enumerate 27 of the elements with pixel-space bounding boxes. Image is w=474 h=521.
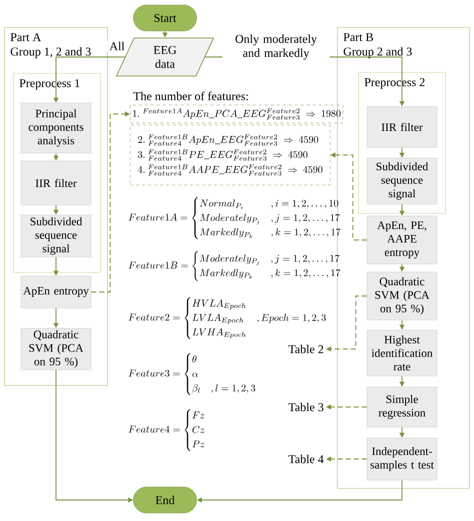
process-box: ApEn, PE, AAPE entropy — [366, 216, 438, 264]
process-box: IIR filter — [366, 106, 438, 148]
table-reference: Table 4 — [288, 454, 324, 464]
process-box: Principal components analysis — [20, 102, 92, 154]
terminal-pill: End — [133, 486, 197, 514]
equation: $Feature1A=\begin{cases}Normal_{P_i} & ,i=1,2,\ldots,10\\ Moderately_{P_j} & ,j=1,2,\ldots,17\\ Markedly_{P_k} & ,k=1,2,\ldots,17\end{cases}$ — [128, 197, 341, 239]
feature-list-box: $1.\ {}^{Feature1A}ApEn\_PCA\_EEG^{Feature2}_{Feature3}\ \Rightarrow\ 1980$ — [130, 104, 344, 124]
edge-label: All — [106, 40, 128, 52]
process-box: ApEn entropy — [20, 276, 92, 308]
edge-label: Only moderately and markedly — [222, 34, 330, 60]
process-box: Simple regression — [366, 386, 438, 428]
feature-list-box: $2.\ {}^{Feature1B}_{Feature4}ApEn\_EEG^{Feature2}_{Feature3}\ \Rightarrow\ 4590$ $3.\ {}^{Feature1B}_{Feature4}PE\_EEG^{Feature2}_{Feature3}\ \Rightarrow\ 4590$ $4.\ {}^{Feature1B}_{Feature4}AAPE\_EEG^{Feature2}_{Feature3}\ \Rightarrow\ 4590$ — [130, 124, 330, 186]
table-reference: Table 2 — [288, 344, 324, 354]
terminal-pill: Start — [133, 4, 197, 32]
process-box: Quadratic SVM (PCA on 95 %) — [20, 328, 92, 370]
process-box: Independent-samples t test — [366, 438, 438, 480]
heading: The number of features: — [133, 92, 248, 100]
process-box: Subdivided sequence signal — [20, 214, 92, 258]
equation: $Feature1B=\begin{cases}Moderately_{P_j} & ,j=1,2,\ldots,17\\ Markedly_{P_k} & ,k=1,2,\ldots,17\end{cases}$ — [128, 251, 340, 281]
process-box: Quadratic SVM (PCA on 95 %) — [366, 272, 438, 320]
process-box: IIR filter — [20, 160, 92, 206]
table-reference: Table 3 — [288, 402, 324, 412]
process-box: Highest identification rate — [366, 330, 438, 376]
equation: $Feature3=\begin{cases}\theta & \\ \alpha & \\ \beta_l & ,l=1,2,3\end{cases}$ — [128, 353, 256, 395]
process-box: Subdivided sequence signal — [366, 158, 438, 204]
equation: $Feature4=\begin{cases}Fz\\ Cz\\ Pz\end{cases}$ — [128, 409, 204, 451]
equation: $Feature2=\begin{cases}HVLA_{Epoch} & \\ LVLA_{Epoch} & ,Epoch=1,2,3\\ LVHA_{Epoch} & \end{cases}$ — [128, 297, 326, 339]
